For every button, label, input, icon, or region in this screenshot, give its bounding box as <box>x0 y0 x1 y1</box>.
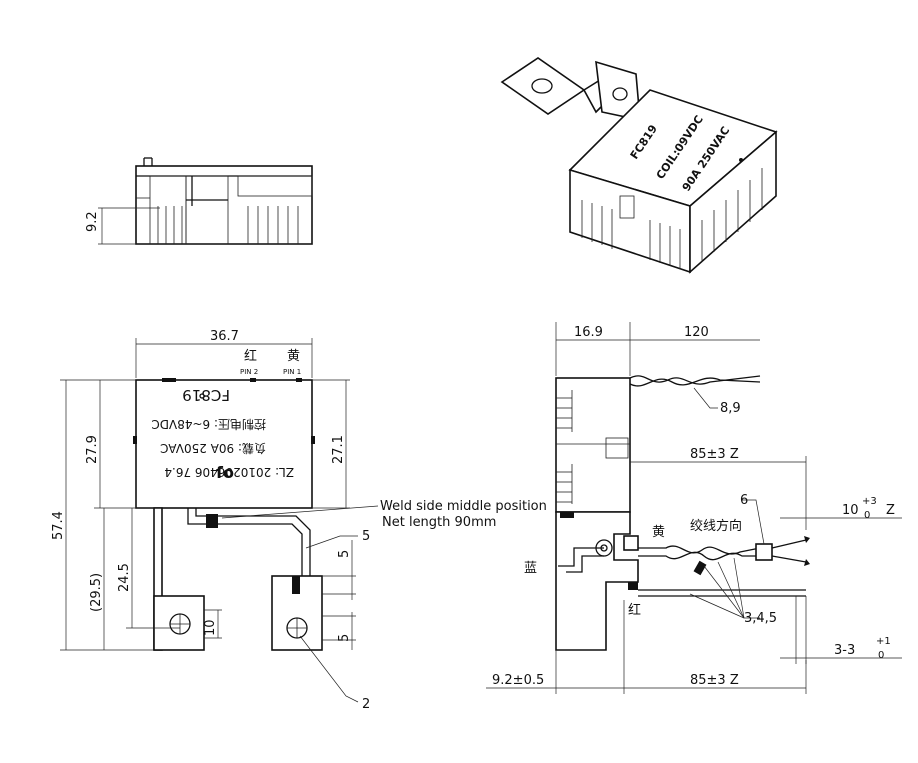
dim-lead-a: 85±3 Z <box>690 447 739 462</box>
relay-model: FC819 <box>182 386 230 404</box>
callout-6: 6 <box>740 493 748 508</box>
relay-control: 控制电压: 6~48VDC <box>151 417 266 431</box>
dim-strip2-sup: +1 <box>876 636 891 647</box>
callout-345: 3,4,5 <box>744 611 777 626</box>
dim-strip-sup: +3 <box>862 496 877 507</box>
dim-width: 36.7 <box>210 329 239 344</box>
pin-red-label: 红 <box>244 348 257 364</box>
dim-strip2-base: 3-3 <box>834 643 855 658</box>
callout-2: 2 <box>362 697 370 712</box>
dim-top-height: 27.9 <box>85 435 100 464</box>
dim-tab-height: 10 <box>203 619 218 636</box>
isometric-view: FC819 COIL:09VDC 90A 250VAC <box>500 57 778 274</box>
net-length-note: Net length 90mm <box>382 515 496 530</box>
wire-yellow-label: 黄 <box>652 525 665 540</box>
dim-offset: 16.9 <box>574 325 603 340</box>
wire-blue-label: 蓝 <box>524 561 537 576</box>
weld-note: Weld side middle position <box>380 499 547 514</box>
dim-lead-b: 85±3 Z <box>690 673 739 688</box>
relay-load: 负载: 90A 250VAC <box>160 441 266 455</box>
pin2-label: PIN 2 <box>240 368 258 376</box>
twist-direction-label: 绞线方向 <box>690 518 742 534</box>
dim-strip-sub: 0 <box>864 510 870 521</box>
dim-total-height: 57.4 <box>51 511 66 540</box>
dim-strip2-sub: 0 <box>878 650 884 661</box>
front-view: 36.7 红 黄 PIN 2 PIN 1 5 ZL: 2010206406 76… <box>51 329 547 712</box>
relay-patent: ZL: 2010206406 76.4 <box>164 465 294 479</box>
wiring-view: 16.9 120 8,9 85±3 Z <box>486 322 902 694</box>
wire-red-label: 红 <box>628 602 641 618</box>
pin-yellow-label: 黄 <box>287 349 300 364</box>
dim-lower-height: (29.5) <box>89 573 104 612</box>
dim-tab-gap-b: 5 <box>337 634 352 642</box>
dim-lead-length: 120 <box>684 325 709 340</box>
dim-strip-end: Z <box>886 503 895 518</box>
dim-tab-gap-a: 5 <box>337 550 352 558</box>
dim-lower-height-2: 24.5 <box>117 563 132 592</box>
dim-body-height: 27.1 <box>331 435 346 464</box>
side-view: 9.2 <box>85 157 313 245</box>
relay-logo: ſo <box>216 463 234 482</box>
dim-strip-base: 10 <box>842 503 859 518</box>
dim-base-offset: 9.2±0.5 <box>492 673 544 688</box>
callout-89: 8,9 <box>720 401 741 416</box>
pin1-label: PIN 1 <box>283 368 301 376</box>
callout-5: 5 <box>362 529 370 544</box>
dim-side-height: 9.2 <box>85 211 100 232</box>
